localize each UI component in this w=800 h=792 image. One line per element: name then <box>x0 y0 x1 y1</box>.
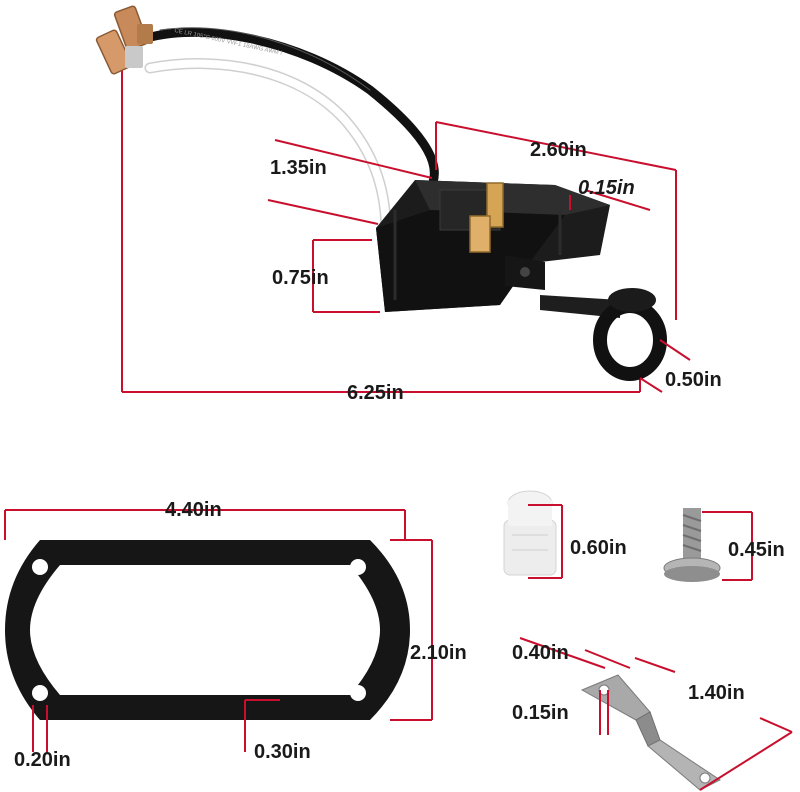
screw-length-label: 0.45in <box>728 539 785 561</box>
cap-height-dimension-line <box>528 504 563 579</box>
gasket-hole-label: 0.20in <box>14 749 71 771</box>
switch-height-label: 0.75in <box>272 267 329 289</box>
switch-height-dimension-line <box>312 239 380 313</box>
bracket-length-dimension-line <box>634 657 793 791</box>
wire-spade-connectors <box>95 5 153 75</box>
bracket-hole-dimension-line <box>599 690 609 735</box>
ring-diameter-dimension-line <box>639 339 691 393</box>
metal-bracket <box>519 637 793 791</box>
gasket-height-label: 2.10in <box>410 642 467 664</box>
bracket-hole-label: 0.15in <box>512 702 569 724</box>
cap-height-label: 0.60in <box>570 537 627 559</box>
bracket-width-dimension-line <box>519 637 631 669</box>
switch-box-width-dimension-line <box>435 121 677 320</box>
switch-depth-dimension-line <box>267 139 433 225</box>
switch-box-width-label: 2.60in <box>530 139 587 161</box>
gasket-width-dimension-line <box>4 509 406 540</box>
gasket-hole-dimension-line <box>32 705 48 752</box>
switch-hole-label: 0.15in <box>578 177 635 199</box>
gasket-border-label: 0.30in <box>254 741 311 763</box>
gasket <box>4 509 433 752</box>
bracket-width-label: 0.40in <box>512 642 569 664</box>
screw <box>663 508 753 582</box>
switch-hole-dimension-line <box>569 189 651 211</box>
lead-wires <box>135 27 439 231</box>
gasket-outline <box>5 540 410 720</box>
ring-diameter-label: 0.50in <box>665 369 722 391</box>
switch-depth-label: 1.35in <box>270 157 327 179</box>
gasket-width-label: 4.40in <box>165 499 222 521</box>
pressure-switch-assembly <box>95 5 691 393</box>
gasket-border-dimension-line <box>244 699 280 752</box>
actuator-arm <box>540 288 667 381</box>
switch-terminals <box>469 182 504 253</box>
plastic-cap <box>503 490 563 579</box>
switch-length-label: 6.25in <box>347 382 404 404</box>
gasket-height-dimension-line <box>390 539 433 721</box>
bracket-length-label: 1.40in <box>688 682 745 704</box>
screw-length-dimension-line <box>702 511 753 581</box>
